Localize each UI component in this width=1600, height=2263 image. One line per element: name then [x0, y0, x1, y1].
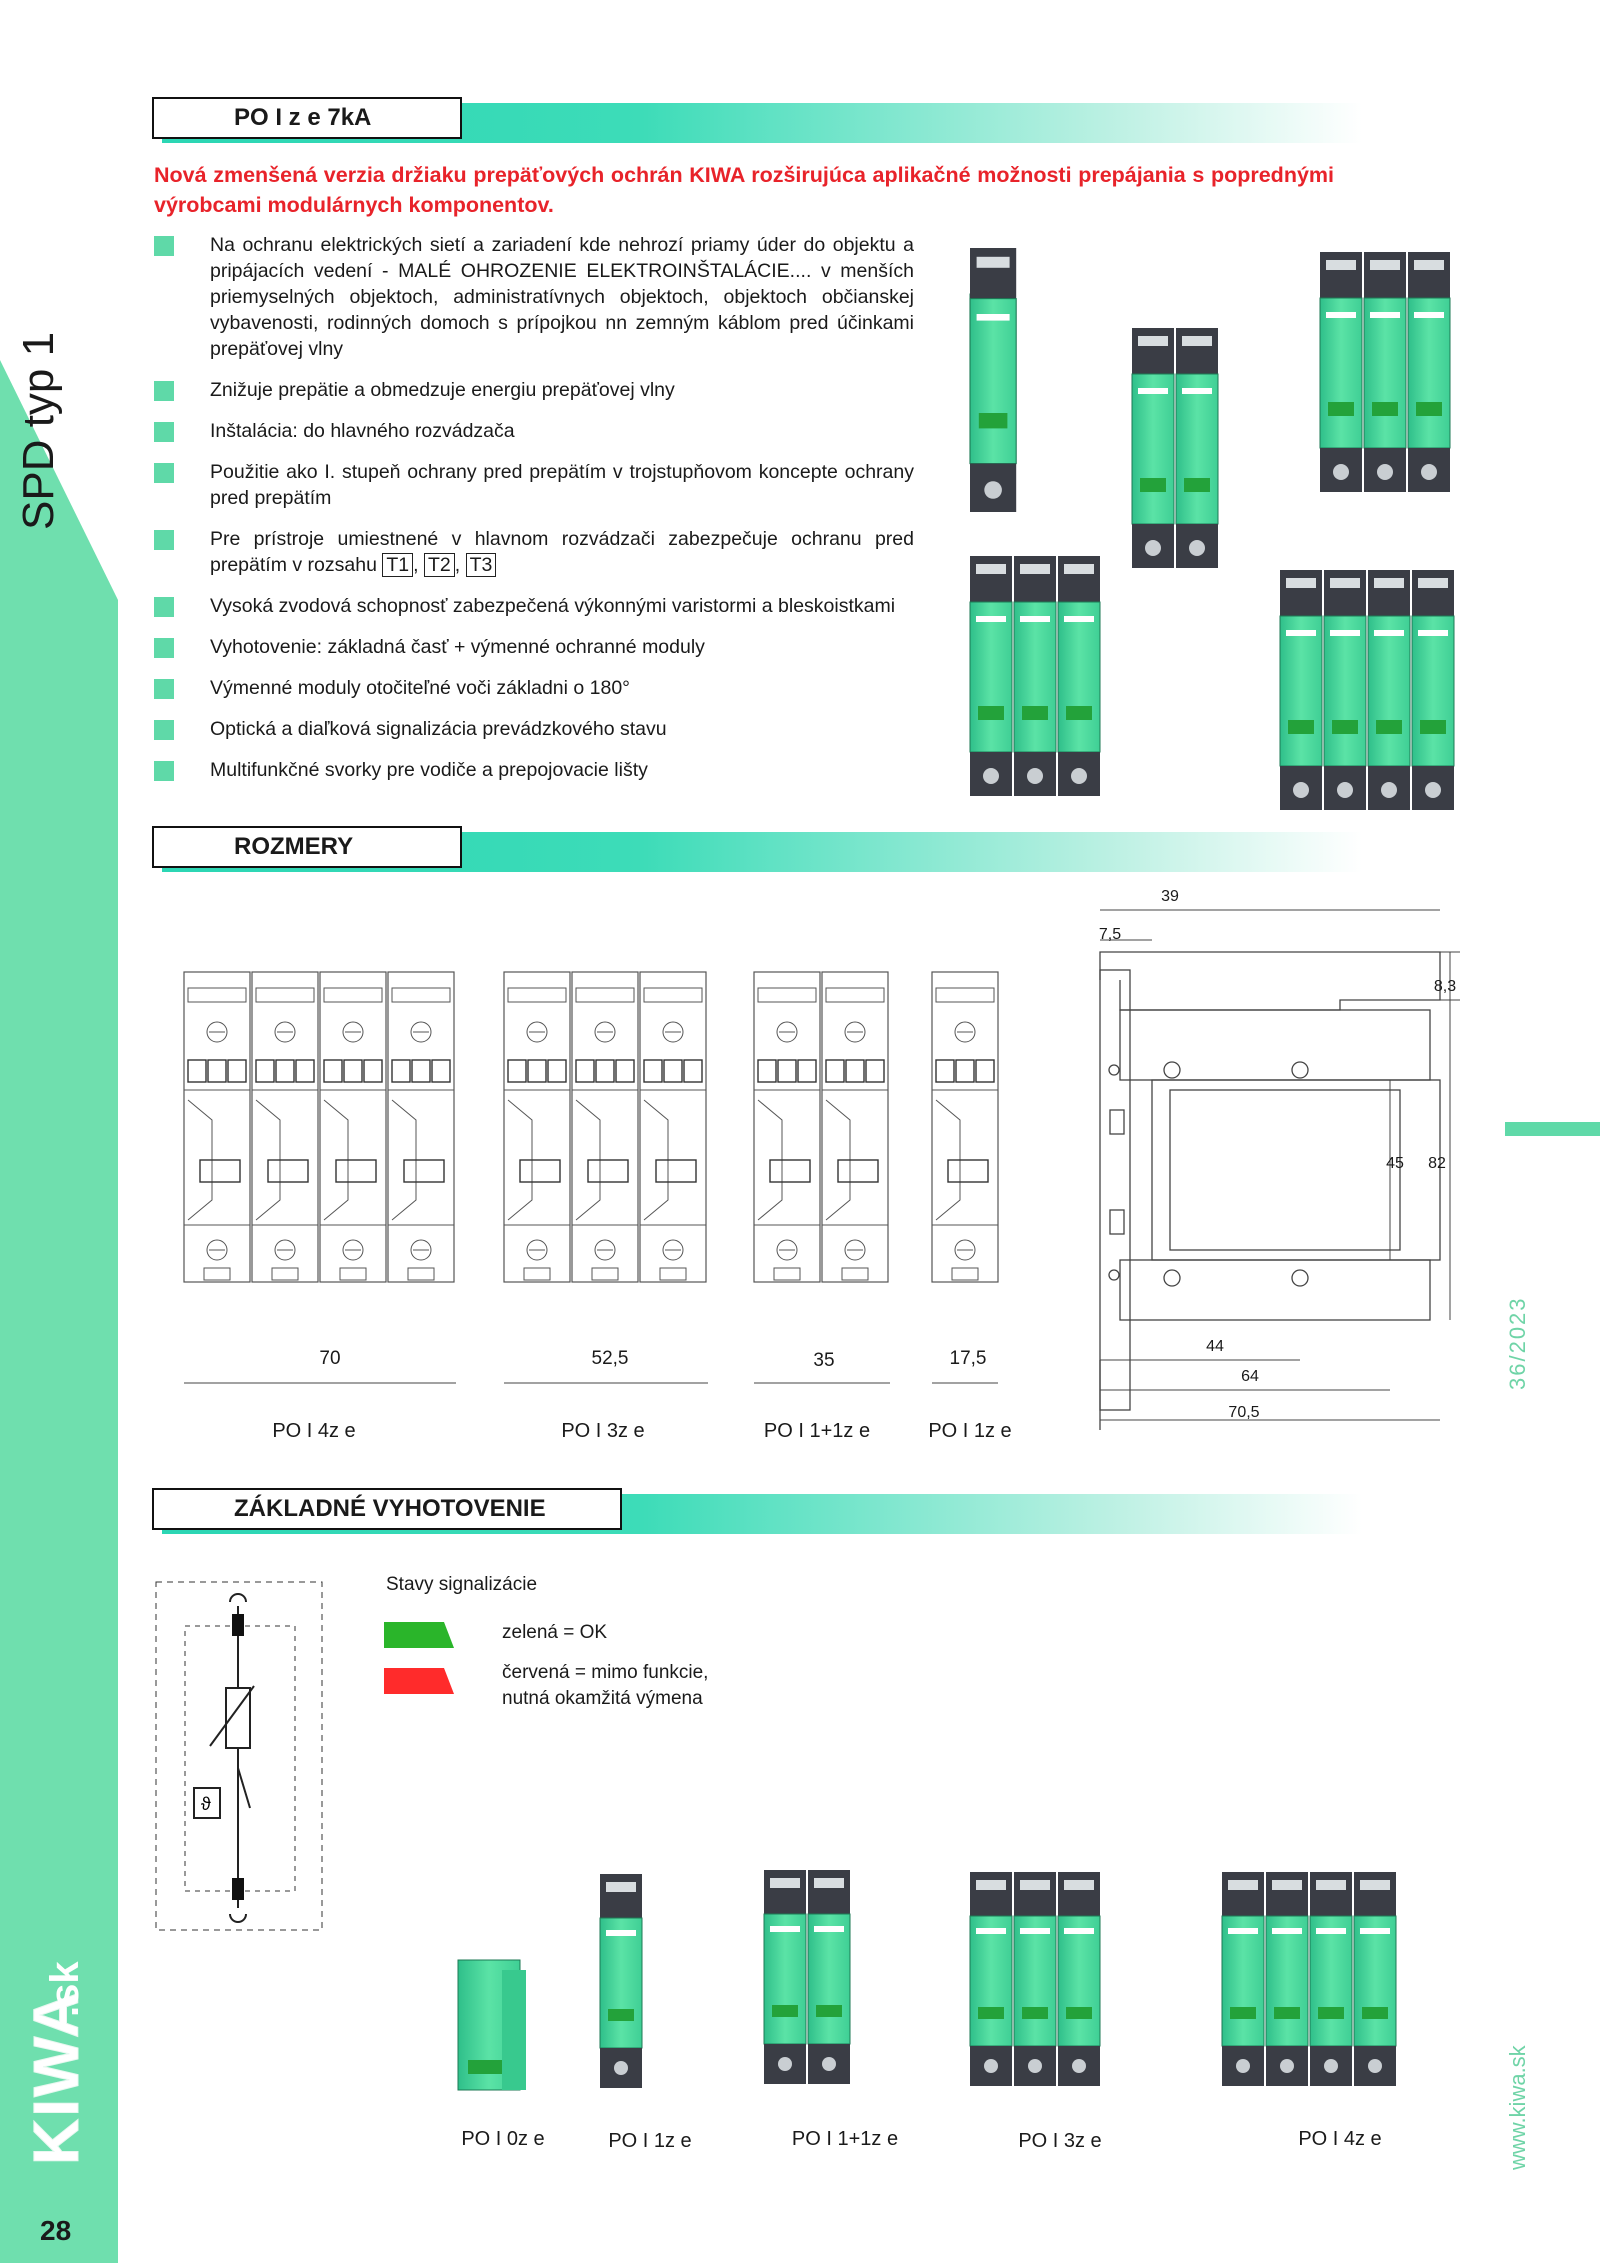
width-label: 17,5: [949, 1348, 987, 1369]
page-number: 28: [40, 2215, 72, 2246]
right-accent-bar: [1505, 1122, 1600, 1136]
dim-44: 44: [1206, 1338, 1224, 1355]
legend-red-1: červená = mimo funkcie,: [502, 1662, 709, 1683]
width-label: 52,5: [591, 1348, 629, 1369]
product-label: PO I 4z e: [1298, 2128, 1382, 2150]
list-item: Vysoká zvodová schopnosť zabezpečená výk…: [154, 593, 914, 619]
legend-green: zelená = OK: [502, 1622, 608, 1643]
list-item: Pre prístroje umiestnené v hlavnom rozvá…: [154, 526, 914, 578]
product-label: PO I 1z e: [928, 1420, 1012, 1442]
svg-text:KIWA: KIWA: [20, 1990, 92, 2165]
list-item: Inštalácia: do hlavného rozvádzača: [154, 418, 914, 444]
list-item: Použitie ako I. stupeň ochrany pred prep…: [154, 459, 914, 511]
list-item: Vyhotovenie: základná časť + výmenné och…: [154, 634, 914, 660]
product-label: PO I 4z e: [272, 1420, 356, 1442]
width-label: 35: [813, 1350, 835, 1371]
product-label: PO I 1+1z e: [791, 2128, 899, 2150]
red-signal-swatch: [384, 1668, 454, 1694]
front-view-drawings: [183, 971, 999, 1384]
website-link[interactable]: www.kiwa.sk: [1505, 2045, 1530, 2170]
svg-text:.sk: .sk: [43, 1961, 87, 2017]
list-item: Optická a diaľková signalizácia prevádzk…: [154, 716, 914, 742]
legend-red-2: nutná okamžitá výmena: [502, 1688, 703, 1709]
green-signal-swatch: [384, 1622, 454, 1648]
feature-list: Na ochranu elektrických sietí a zariaden…: [154, 232, 914, 798]
list-item: Na ochranu elektrických sietí a zariaden…: [154, 232, 914, 362]
product-label: PO I 3z e: [561, 1420, 645, 1442]
product-photo-group: [969, 247, 1455, 811]
list-item: Multifunkčné svorky pre vodiče a prepojo…: [154, 757, 914, 783]
dim-7-5: 7,5: [1098, 926, 1122, 943]
dim-82: 82: [1428, 1155, 1446, 1172]
dim-8-3: 8,3: [1433, 978, 1457, 995]
product-label: PO I 3z e: [1018, 2130, 1102, 2152]
product-label: PO I 1z e: [608, 2130, 692, 2152]
section-title: PO I z e 7kA: [152, 97, 462, 139]
dim-64: 64: [1241, 1368, 1259, 1385]
issue-date: 36/2023: [1505, 1296, 1530, 1390]
section-header-po-i-z-e: PO I z e 7kA: [152, 97, 1362, 143]
product-label: PO I 0z e: [461, 2128, 545, 2150]
section-header-zakladne-vyhotovenie: ZÁKLADNÉ VYHOTOVENIE: [152, 1488, 1362, 1534]
list-item: Znižuje prepätie a obmedzuje energiu pre…: [154, 377, 914, 403]
intro-text: Nová zmenšená verzia držiaku prepäťových…: [154, 163, 1334, 217]
legend-title: Stavy signalizácie: [386, 1574, 538, 1595]
product-label: PO I 1+1z e: [763, 1420, 871, 1442]
section-title: ZÁKLADNÉ VYHOTOVENIE: [152, 1488, 622, 1530]
circuit-schematic: ϑ: [155, 1581, 323, 1931]
dim-70-5: 70,5: [1228, 1404, 1260, 1421]
side-view-drawing: [1099, 909, 1460, 1430]
kiwa-logo: KIWA .sk: [18, 1950, 98, 2170]
left-green-band: [0, 360, 118, 2263]
section-header-rozmery: ROZMERY: [152, 826, 1362, 872]
dim-45: 45: [1386, 1155, 1404, 1172]
dim-39: 39: [1161, 888, 1179, 905]
section-title: ROZMERY: [152, 826, 462, 868]
list-item: Výmenné moduly otočiteľné voči základni …: [154, 675, 914, 701]
width-label: 70: [319, 1348, 341, 1369]
svg-text:ϑ: ϑ: [201, 1794, 211, 1814]
bottom-product-photos: [457, 1869, 1397, 2091]
